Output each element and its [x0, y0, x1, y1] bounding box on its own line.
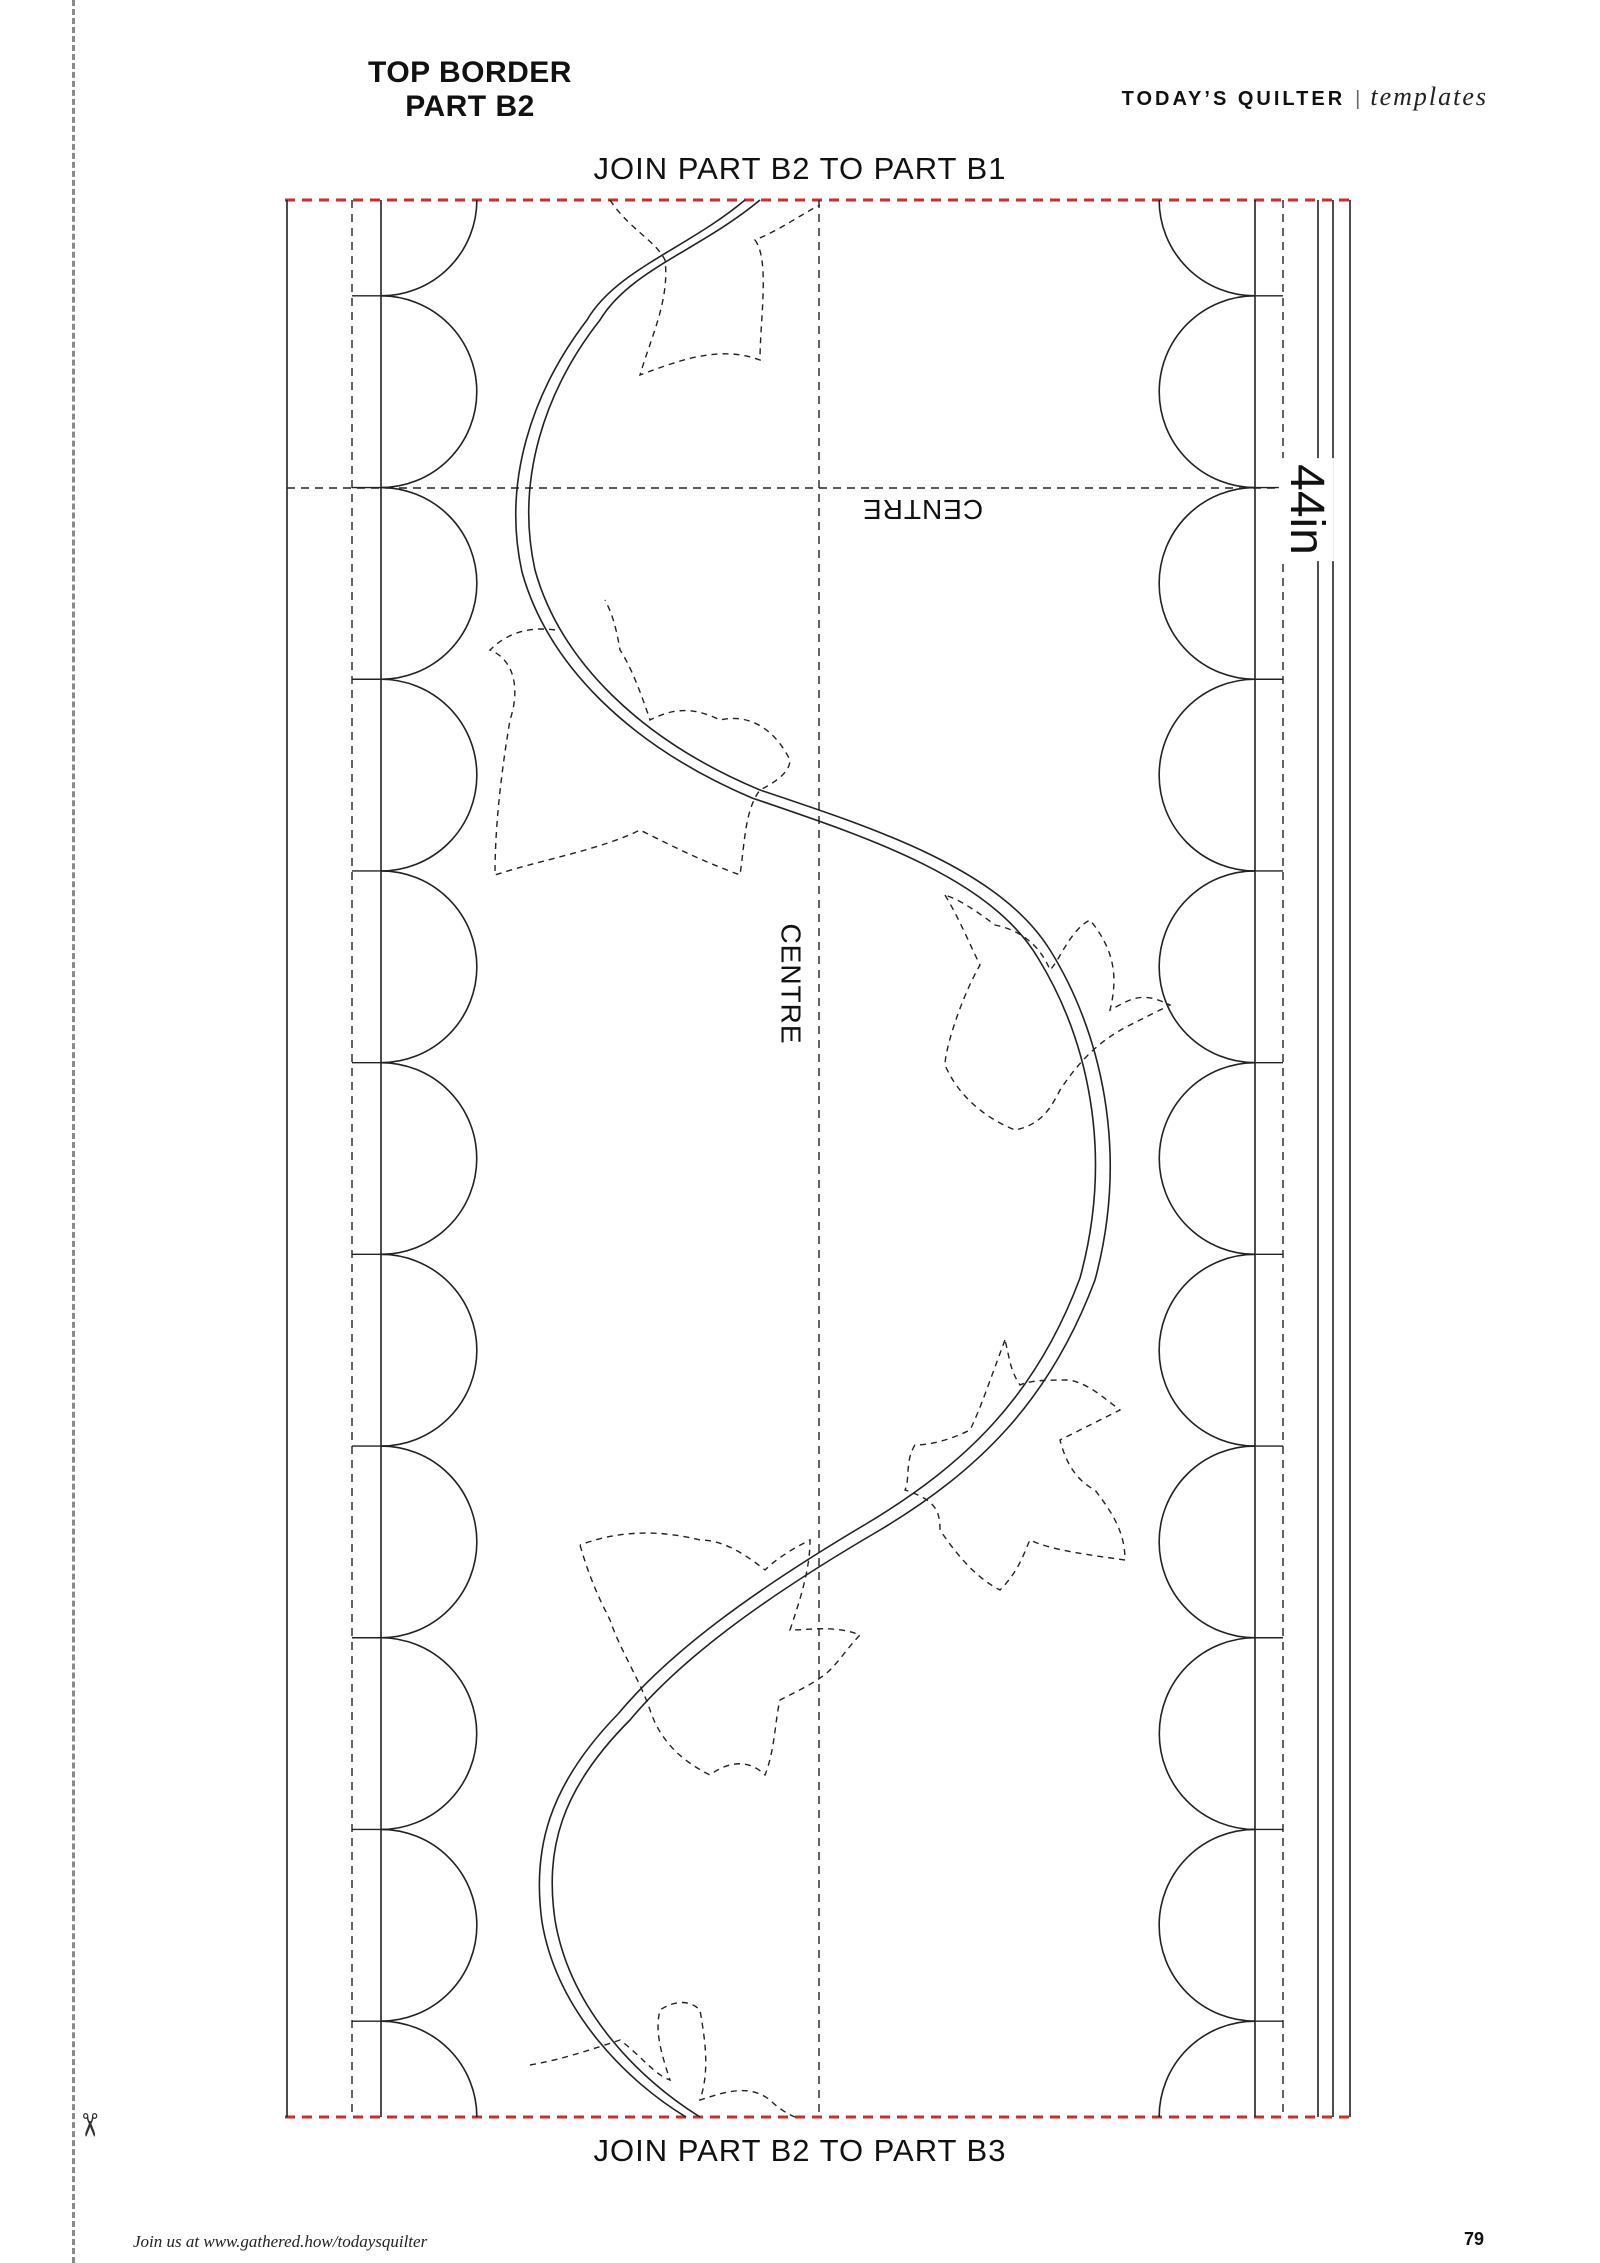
measurement-label: 44in — [1278, 458, 1334, 561]
title-line-2: PART B2 — [405, 90, 535, 123]
centre-label-horizontal: CENTRE — [862, 494, 984, 525]
footer-link[interactable]: Join us at www.gathered.how/todaysquilte… — [133, 2232, 428, 2251]
brand-separator: | — [1355, 88, 1361, 110]
title-line-1: TOP BORDER — [368, 56, 572, 89]
scallop-left — [380, 1828, 478, 2022]
scallops-left — [380, 200, 478, 2117]
leaf-4 — [904, 1339, 1126, 1591]
vine — [515, 199, 1111, 2118]
scallop-right — [1158, 2020, 1256, 2117]
scallop-right — [1158, 295, 1256, 489]
join-label-bottom: JOIN PART B2 TO PART B3 — [593, 2133, 1007, 2168]
scallop-left — [380, 870, 478, 1064]
scallop-left — [380, 200, 478, 297]
centre-label-vertical: CENTRE — [775, 923, 807, 1045]
leaf-3 — [944, 894, 1172, 1131]
leaf-5 — [579, 1532, 862, 1777]
page-number: 79 — [1464, 2229, 1485, 2249]
scallop-right — [1158, 486, 1256, 681]
scallop-right — [1158, 1061, 1256, 1256]
scallop-left — [380, 1636, 478, 1831]
vine-stroke-b — [515, 199, 1097, 2118]
vine-stroke-a — [528, 199, 1111, 2118]
scallop-right — [1158, 1445, 1256, 1639]
scallop-right — [1158, 678, 1256, 872]
brand-header: TODAY’S QUILTER | templates — [1122, 82, 1488, 112]
scallop-left — [380, 295, 478, 489]
cut-line — [72, 0, 75, 2263]
brand-section: templates — [1370, 82, 1488, 111]
scallop-right — [1158, 870, 1256, 1064]
leaves — [488, 199, 1172, 2118]
scallop-left — [380, 1253, 478, 1447]
scallop-left — [380, 2020, 478, 2117]
scallop-left — [380, 1061, 478, 1256]
scallop-right — [1158, 1636, 1256, 1831]
leaf-1 — [609, 199, 821, 377]
brand-name: TODAY’S QUILTER — [1121, 88, 1346, 110]
page-title: TOP BORDER PART B2 — [355, 56, 585, 124]
scallop-right — [1158, 1828, 1256, 2022]
scallop-left — [380, 678, 478, 872]
tick-marks — [352, 295, 1283, 2022]
scallop-left — [380, 1445, 478, 1639]
scallop-right — [1158, 200, 1256, 297]
leaf-2 — [488, 599, 791, 876]
join-label-top: JOIN PART B2 TO PART B1 — [593, 151, 1007, 186]
scallop-left — [380, 486, 478, 681]
scallop-right — [1158, 1253, 1256, 1447]
scallops-right — [1158, 200, 1256, 2117]
leaf-6 — [529, 2001, 796, 2118]
